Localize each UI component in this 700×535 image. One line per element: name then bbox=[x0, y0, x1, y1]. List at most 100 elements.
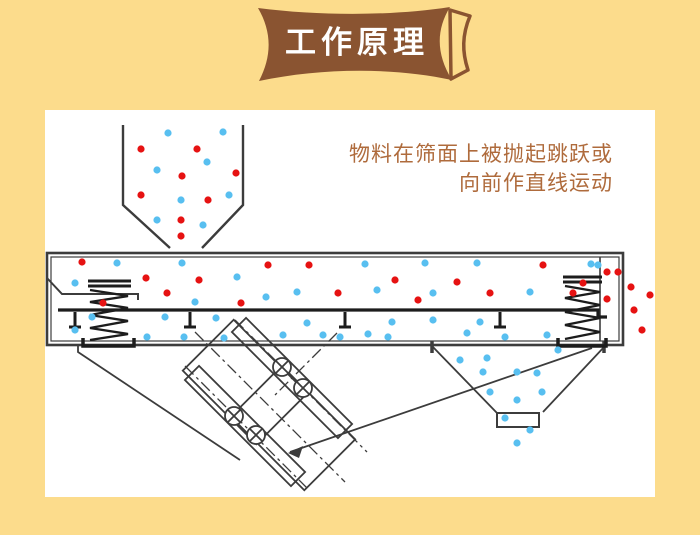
blue-particle bbox=[219, 128, 227, 136]
blue-particle bbox=[421, 259, 429, 267]
particles-under-deck bbox=[71, 313, 551, 342]
red-particle bbox=[204, 196, 212, 204]
banner-fold bbox=[448, 8, 472, 81]
red-particle bbox=[137, 191, 145, 199]
blue-particle bbox=[543, 331, 551, 339]
red-particle bbox=[646, 291, 654, 299]
eccentric-bolt-icon bbox=[293, 378, 313, 398]
red-particle bbox=[177, 216, 185, 224]
exciter-plate bbox=[183, 364, 307, 488]
blue-particle bbox=[388, 318, 396, 326]
blue-particle bbox=[501, 333, 509, 341]
red-particle bbox=[177, 232, 185, 240]
blue-particle bbox=[526, 426, 534, 434]
red-particle bbox=[334, 289, 342, 297]
funnel-outlet bbox=[496, 412, 540, 428]
blue-particle bbox=[479, 368, 487, 376]
red-particle bbox=[391, 276, 399, 284]
blue-particle bbox=[594, 261, 602, 269]
red-particle bbox=[539, 261, 547, 269]
blue-particle bbox=[554, 346, 562, 354]
blue-particle bbox=[429, 316, 437, 324]
red-particle bbox=[237, 299, 245, 307]
title-banner: 工作原理 bbox=[258, 7, 472, 81]
blue-particle bbox=[513, 396, 521, 404]
blue-particle bbox=[501, 414, 509, 422]
blue-particle bbox=[88, 313, 96, 321]
left-bracket bbox=[81, 338, 136, 348]
blue-particle bbox=[513, 439, 521, 447]
red-particle bbox=[99, 299, 107, 307]
blue-particle bbox=[476, 318, 484, 326]
blue-particle bbox=[161, 313, 169, 321]
blue-particle bbox=[203, 158, 211, 166]
blue-particle bbox=[279, 331, 287, 339]
red-particle bbox=[264, 261, 272, 269]
blue-particle bbox=[319, 331, 327, 339]
support-strut-left bbox=[77, 345, 241, 461]
blue-particle bbox=[587, 260, 595, 268]
blue-particle bbox=[293, 288, 301, 296]
blue-particle bbox=[486, 388, 494, 396]
right-bracket bbox=[556, 338, 608, 348]
red-particle bbox=[638, 326, 646, 334]
blue-particle bbox=[153, 166, 161, 174]
banner-label: 工作原理 bbox=[285, 25, 429, 60]
deck-supports bbox=[69, 312, 506, 329]
blue-particle bbox=[473, 259, 481, 267]
exciter-motor bbox=[181, 318, 309, 446]
blue-particle bbox=[373, 286, 381, 294]
blue-particle bbox=[463, 329, 471, 337]
blue-particle bbox=[153, 216, 161, 224]
blue-particle bbox=[303, 319, 311, 327]
eccentric-bolt-icon bbox=[246, 425, 266, 445]
red-particle bbox=[178, 172, 186, 180]
annotation-line-2: 向前作直线运动 bbox=[459, 172, 613, 195]
blue-particle bbox=[336, 333, 344, 341]
blue-particle bbox=[199, 221, 207, 229]
red-particle bbox=[195, 276, 203, 284]
blue-particle bbox=[191, 298, 199, 306]
eccentric-bolt-icon bbox=[224, 406, 244, 426]
red-particle bbox=[137, 145, 145, 153]
diagram-panel: 物料在筛面上被抛起跳跃或 向前作直线运动 bbox=[45, 110, 655, 497]
sieve-deck bbox=[58, 308, 607, 319]
red-particle bbox=[193, 145, 201, 153]
banner-ribbon bbox=[258, 7, 452, 81]
blue-particle bbox=[220, 334, 228, 342]
blue-particle bbox=[113, 259, 121, 267]
fines-discharge-funnel bbox=[430, 341, 606, 428]
diagram-svg bbox=[45, 125, 654, 492]
feed-ledge bbox=[46, 277, 139, 300]
vibration-exciter bbox=[181, 316, 357, 492]
blue-particle bbox=[262, 293, 270, 301]
blue-particle bbox=[361, 260, 369, 268]
strut-arrow-icon bbox=[288, 446, 303, 458]
exciter-motor bbox=[229, 364, 357, 492]
blue-particle bbox=[456, 356, 464, 364]
eccentric-bolt-icon bbox=[272, 357, 292, 377]
exciter-bolts bbox=[224, 357, 313, 445]
red-particle bbox=[603, 268, 611, 276]
red-particle bbox=[163, 289, 171, 297]
red-particle bbox=[614, 268, 622, 276]
blue-particle bbox=[225, 191, 233, 199]
red-particle bbox=[305, 261, 313, 269]
red-particle bbox=[569, 289, 577, 297]
blue-particle bbox=[233, 273, 241, 281]
red-particle bbox=[232, 169, 240, 177]
annotation-line-1: 物料在筛面上被抛起跳跃或 bbox=[349, 143, 613, 166]
blue-particle bbox=[429, 289, 437, 297]
red-particle bbox=[627, 283, 635, 291]
red-particle bbox=[142, 274, 150, 282]
blue-particle bbox=[384, 333, 392, 341]
blue-particle bbox=[533, 369, 541, 377]
red-particle bbox=[603, 295, 611, 303]
particles-funnel bbox=[456, 346, 562, 447]
blue-particle bbox=[71, 326, 79, 334]
blue-particle bbox=[364, 330, 372, 338]
blue-particle bbox=[143, 333, 151, 341]
blue-particle bbox=[513, 368, 521, 376]
blue-particle bbox=[483, 354, 491, 362]
